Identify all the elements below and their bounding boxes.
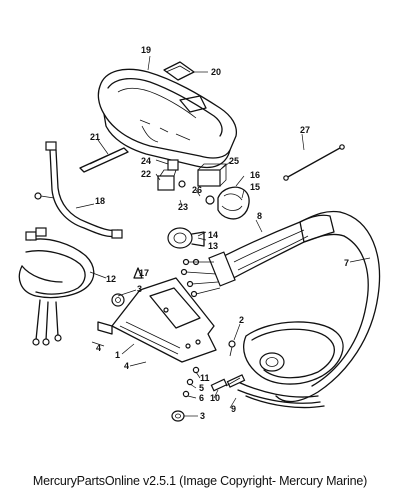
- callout-24: 24: [141, 156, 151, 166]
- callout-18: 18: [95, 196, 105, 206]
- leader-lines: [75, 55, 371, 417]
- callout-23: 23: [178, 202, 188, 212]
- callout-3a: 3: [137, 284, 142, 294]
- callout-9: 9: [231, 404, 236, 414]
- loop-cable[interactable]: [237, 211, 381, 409]
- bracket-bar[interactable]: [79, 147, 129, 173]
- callout-14: 14: [208, 230, 218, 240]
- callout-12: 12: [106, 274, 116, 284]
- wire-lead[interactable]: [283, 144, 345, 181]
- cover-plate[interactable]: [163, 61, 195, 81]
- callout-20: 20: [211, 67, 221, 77]
- callout-19: 19: [141, 45, 151, 55]
- callout-25: 25: [229, 156, 239, 166]
- callout-4a: 4: [96, 343, 101, 353]
- callout-6: 6: [199, 393, 204, 403]
- callout-7: 7: [344, 258, 349, 268]
- callout-15: 15: [250, 182, 260, 192]
- screw[interactable]: [228, 340, 236, 357]
- callout-3b: 3: [200, 411, 205, 421]
- callout-4b: 4: [124, 361, 129, 371]
- callout-22: 22: [141, 169, 151, 179]
- clip[interactable]: [133, 267, 143, 279]
- callout-numbers: 19 20 21 27 24 22 25 16 15 26 23 18 8 14…: [90, 45, 349, 421]
- callout-2: 2: [239, 315, 244, 325]
- callout-26: 26: [192, 185, 202, 195]
- fuse-leads[interactable]: [210, 374, 246, 392]
- copyright-caption: MercuryPartsOnline v2.5.1 (Image Copyrig…: [32, 474, 368, 488]
- callout-5: 5: [199, 383, 204, 393]
- callout-27: 27: [300, 125, 310, 135]
- callout-10: 10: [210, 393, 220, 403]
- callout-1: 1: [115, 350, 120, 360]
- wire-harness-small[interactable]: [34, 141, 123, 239]
- callout-11: 11: [200, 373, 210, 383]
- coiled-wiring[interactable]: [18, 227, 95, 346]
- fasteners[interactable]: [171, 366, 200, 422]
- callout-21: 21: [90, 132, 100, 142]
- switch-assembly[interactable]: [157, 159, 227, 205]
- callout-16: 16: [250, 170, 260, 180]
- callout-17: 17: [139, 268, 149, 278]
- main-wire-harness[interactable]: [180, 210, 345, 298]
- ignition-switch[interactable]: [167, 227, 205, 266]
- mounting-bracket[interactable]: [97, 277, 217, 363]
- callout-8: 8: [257, 211, 262, 221]
- callout-13: 13: [208, 241, 218, 251]
- control-box-cover[interactable]: [97, 68, 238, 169]
- solenoid[interactable]: [217, 186, 250, 220]
